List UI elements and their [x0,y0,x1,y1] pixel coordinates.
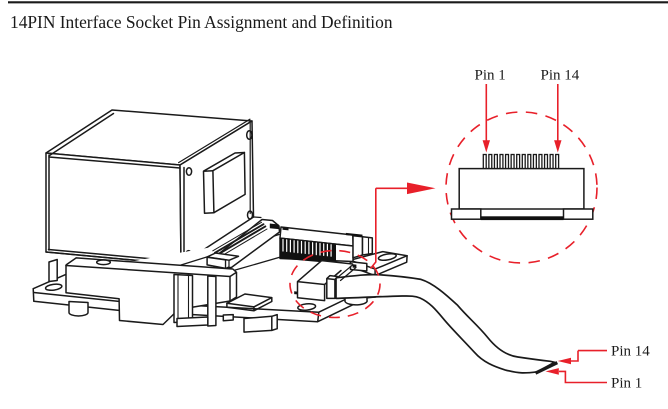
svg-text:Pin 14: Pin 14 [611,344,650,360]
svg-text:Pin 1: Pin 1 [611,376,642,392]
svg-text:Pin 1: Pin 1 [475,68,506,84]
svg-text:14PIN Interface Socket Pin Ass: 14PIN Interface Socket Pin Assignment an… [10,12,393,32]
svg-text:Pin 14: Pin 14 [541,68,580,84]
